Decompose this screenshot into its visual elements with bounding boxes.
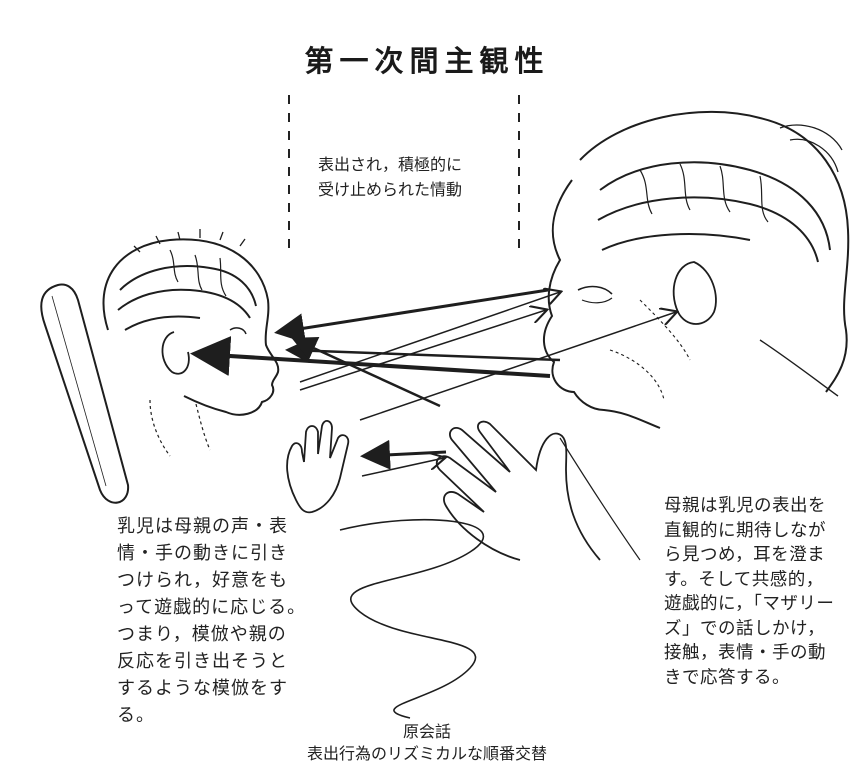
- infant-annotation-line: つけられ，好意をも: [117, 567, 332, 594]
- infant-annotation-line: 乳児は母親の声・表: [117, 513, 332, 540]
- center-annotation: 表出され，積極的に 受け止められた情動: [318, 152, 528, 202]
- rhythm-wave: [340, 520, 483, 718]
- mother-annotation-line: 接触，表情・手の動: [664, 641, 850, 666]
- mother-annotation-line: 遊戯的に，「マザリー: [664, 592, 850, 617]
- mother-annotation: 母親は乳児の表出を 直観的に期待しなが ら見つめ，耳を澄ま す。そして共感的， …: [664, 494, 850, 690]
- infant-annotation-line: 情・手の動きに引き: [117, 540, 332, 567]
- diagram-title: 第一次間主観性: [0, 38, 854, 80]
- infant-head: [103, 229, 278, 456]
- mother-annotation-line: 直観的に期待しなが: [664, 519, 850, 544]
- mother-annotation-line: す。そして共感的，: [664, 568, 850, 593]
- infant-annotation-line: つまり，模倣や親の: [117, 621, 332, 648]
- infant-annotation-line: 反応を引き出そうと: [117, 648, 332, 675]
- infant-annotation-line: って遊戯的に応じる。: [117, 594, 332, 621]
- crib-bar: [41, 285, 128, 503]
- mother-hand: [437, 422, 640, 560]
- arrows-to-infant: [198, 290, 560, 456]
- infant-hand: [287, 421, 348, 512]
- infant-annotation: 乳児は母親の声・表 情・手の動きに引き つけられ，好意をも って遊戯的に応じる。…: [117, 513, 332, 729]
- mother-annotation-line: ズ」での話しかけ，: [664, 617, 850, 642]
- infant-annotation-line: するような模倣をす: [117, 675, 332, 702]
- mother-head: [544, 112, 848, 428]
- mother-annotation-line: ら見つめ，耳を澄ま: [664, 543, 850, 568]
- mother-annotation-line: きで応答する。: [664, 666, 850, 691]
- center-annotation-line: 受け止められた情動: [318, 177, 528, 202]
- mother-annotation-line: 母親は乳児の表出を: [664, 494, 850, 519]
- caption-subtitle: 表出行為のリズミカルな順番交替: [0, 740, 854, 764]
- caption-title: 原会話: [0, 718, 854, 742]
- center-annotation-line: 表出され，積極的に: [318, 152, 528, 177]
